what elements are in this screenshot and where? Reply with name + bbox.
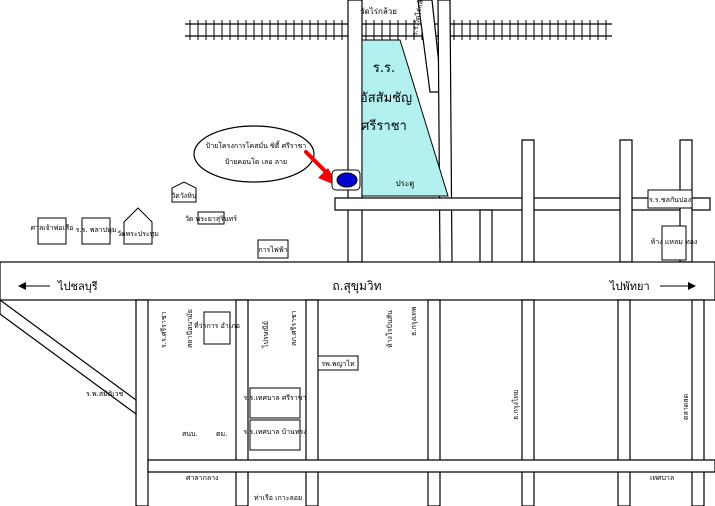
north-places: ศาลเจ้าพ่อเสือ ร.ร. พลาปทุม วัดพระประทุม…	[31, 181, 698, 261]
school-name-2: อัสสัมชัญ	[360, 91, 412, 106]
south-places: ร.ร.ศรีราชา สถานีอนามัย ที่ว่าการ อำเภอ …	[86, 306, 690, 502]
sukhumvit-road: ถ.สุขุมวิท ไปชลบุรี ไปพัทยา	[0, 261, 715, 301]
place-chao-pho-suea: ศาลเจ้าพ่อเสือ	[31, 224, 74, 232]
place-municipal-school-1: ร.ร.เทศบาล ศรีราชา	[244, 394, 307, 402]
place-municipal-school-2: ร.ร.เทศบาล บ้านทรง	[243, 428, 306, 436]
place-sriracha-school: ร.ร.ศรีราชา	[160, 311, 168, 348]
place-fresh-market: ตลาดสด	[682, 394, 690, 420]
place-city-hall: ศาลากลาง	[186, 474, 218, 482]
place-sriracha-police: สภ.ศรีราชา	[290, 310, 298, 346]
south-roads	[0, 299, 715, 506]
to-west-label: ไปชลบุรี	[57, 280, 98, 293]
place-electricity: การไฟฟ้า	[258, 245, 287, 254]
temple-phraya-surin: วัด พระยาสุรินทร์	[185, 215, 237, 223]
temple-pra-pathum: วัดพระประทุม	[117, 230, 159, 238]
place-samitivej-hospital: ร.พ.สมิติเวช	[86, 390, 124, 398]
place-phyathai-hospital: รพ.พญาไท	[321, 359, 355, 368]
callout-line-1: ป้ายโครงการโคสมั่น ซิตี้ ศรีราชา	[206, 139, 307, 150]
place-district-office: ที่ว่าการ อำเภอ	[194, 321, 240, 330]
place-ko-loi-pier: ท่าเรือ เกาะลอย	[254, 494, 302, 502]
place-robinson-mall: ห้างโรบินสัน	[385, 310, 394, 348]
temple-wang-hin: วัดวังหิน	[171, 192, 196, 200]
school-name-1: ร.ร.	[373, 61, 395, 76]
place-chonkanpong-school: ร.ร.ชลกันปอง	[649, 196, 691, 204]
arrow-right-icon	[688, 282, 696, 290]
place-health-station: สถานีอนามัย	[186, 309, 194, 348]
to-east-label: ไปพัทยา	[609, 280, 650, 293]
temple-rai-kluai-label: วัดไร่กล้วย	[360, 7, 397, 16]
assumption-school[interactable]: ร.ร. อัสสัมชัญ ศรีราชา ประตู	[360, 39, 449, 197]
arrow-left-icon	[18, 282, 26, 290]
place-municipality: เทศบาล	[650, 474, 674, 482]
place-snb: สนบ.	[182, 430, 198, 438]
location-marker-icon[interactable]	[331, 169, 361, 191]
place-laem-thong-mall: ห้าง แหลม ทอง	[651, 238, 698, 246]
place-bangkok-bank: ธ.กรุงเทพ	[410, 306, 418, 336]
place-plapathum-school: ร.ร. พลาปทุม	[76, 226, 117, 234]
callout: ป้ายโครงการโคสมั่น ซิตี้ ศรีราชา ป้ายคอน…	[193, 125, 315, 183]
main-road-label: ถ.สุขุมวิท	[332, 279, 381, 294]
place-immigration: ตม.	[216, 430, 227, 438]
school-gate-label: ประตู	[396, 179, 415, 189]
school-name-3: ศรีราชา	[361, 118, 407, 134]
place-post-office: ไปรษณีย์	[261, 321, 270, 349]
place-krungthai-bank: ธ.กรุงไทย	[511, 390, 520, 420]
railway	[185, 20, 612, 40]
callout-line-2: ป้ายคอนโด เลอ ลาย	[225, 157, 287, 166]
